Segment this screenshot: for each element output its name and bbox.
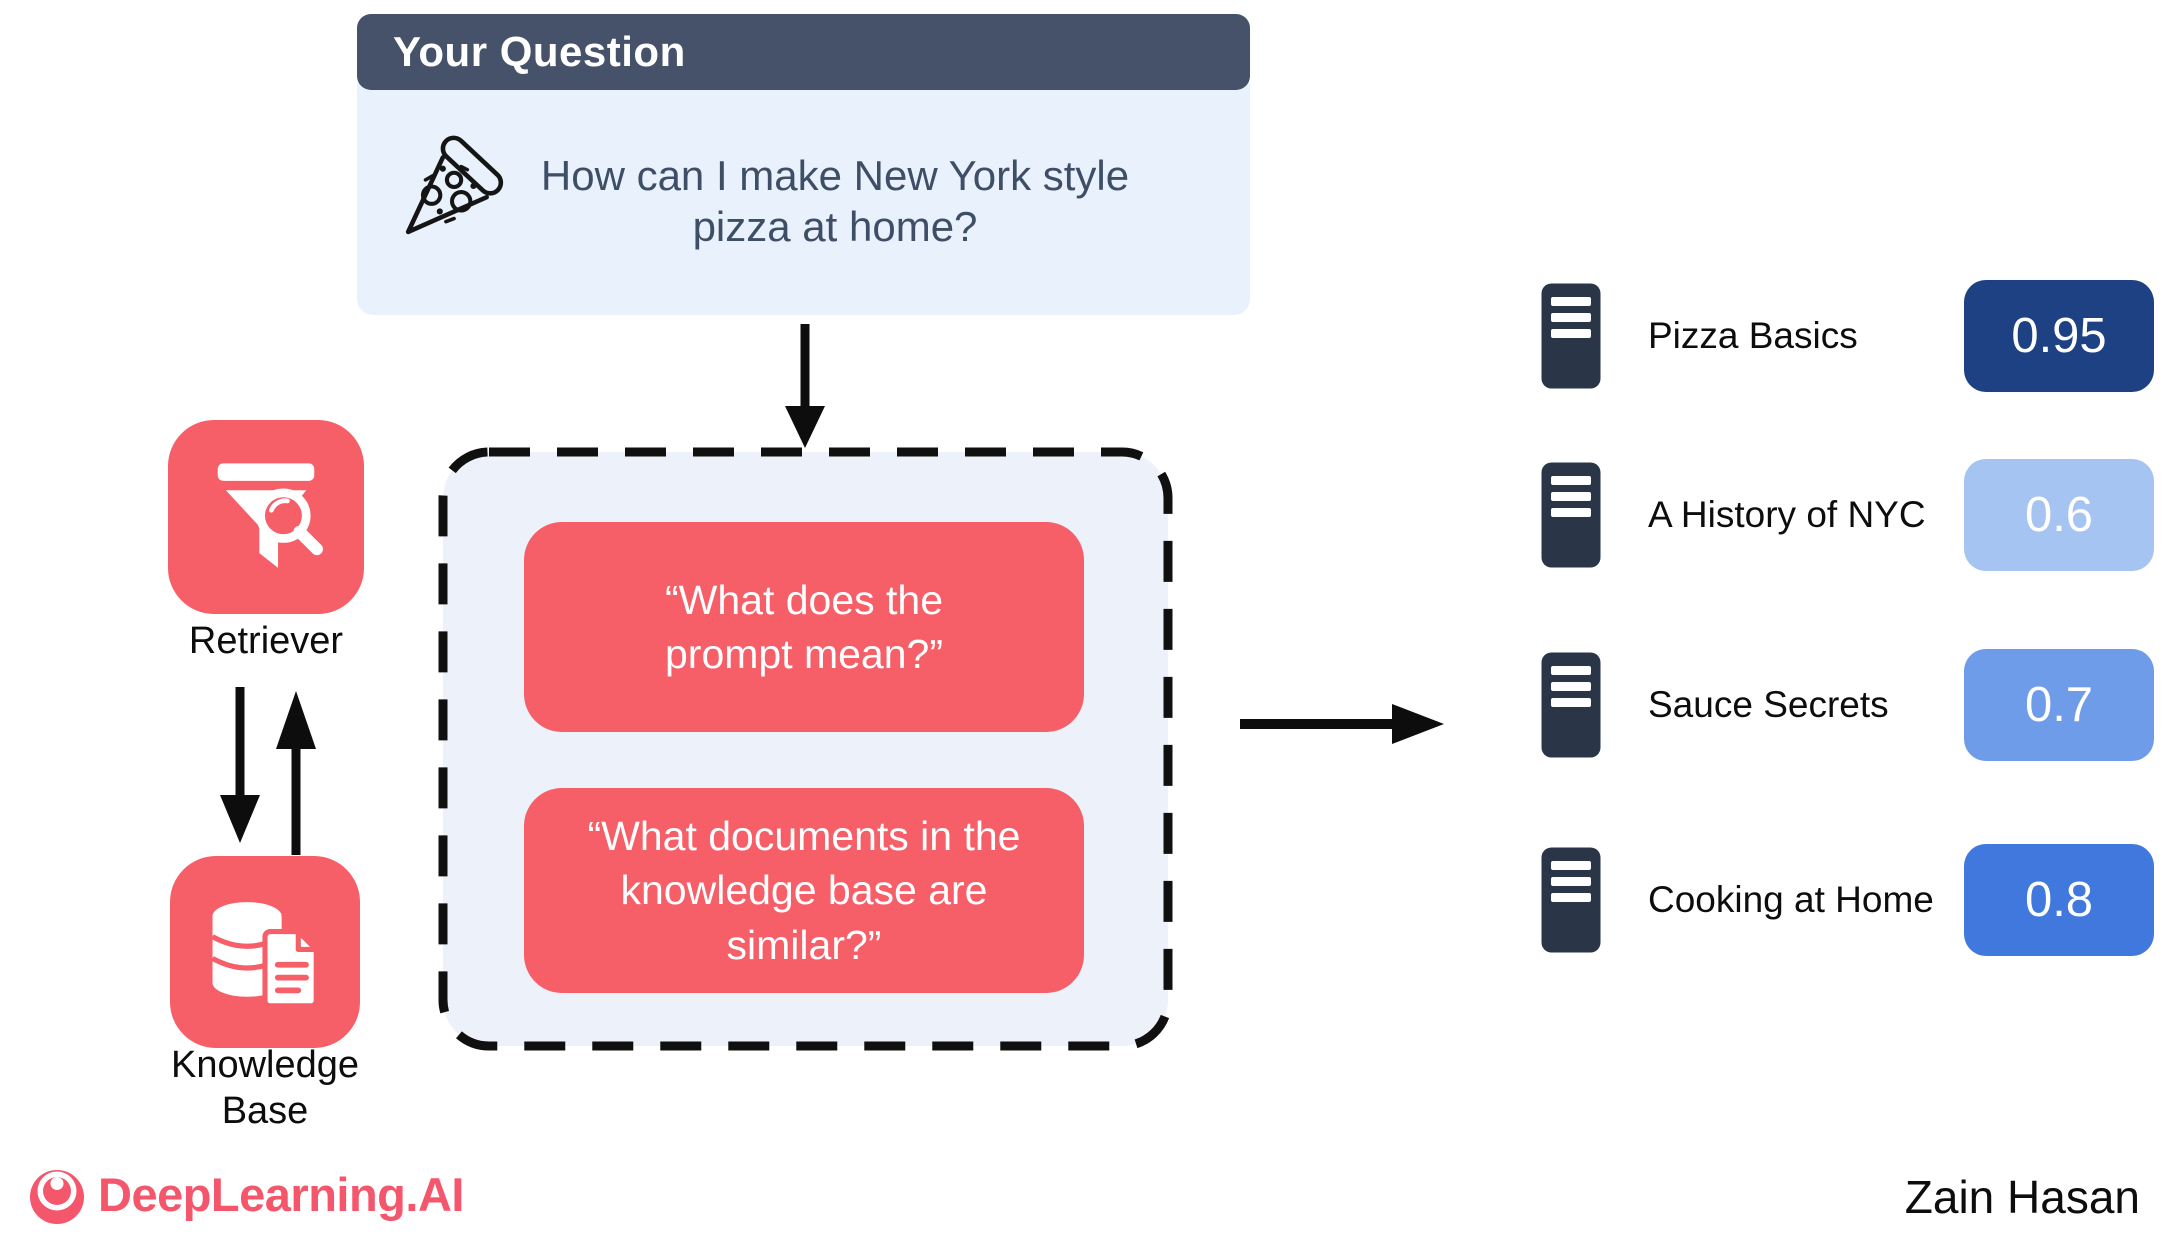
document-icon: [1541, 847, 1601, 953]
score-badge: 0.8: [1964, 844, 2154, 956]
result-title: Cooking at Home: [1648, 879, 1934, 920]
result-row: Pizza Basics 0.95: [1540, 276, 2154, 396]
funnel-search-icon: [217, 463, 323, 568]
question-card-body: [357, 70, 1250, 315]
question-text: How can I make New York style pizza at h…: [540, 152, 1130, 250]
knowledge-base-label: Knowledge Base: [170, 1044, 360, 1133]
score-badge: 0.7: [1964, 649, 2154, 761]
result-title: Sauce Secrets: [1648, 684, 1889, 725]
score-badge: 0.95: [1964, 280, 2154, 392]
result-title: A History of NYC: [1648, 494, 1926, 535]
prompt-bubble-1: “What does the prompt mean?”: [524, 522, 1084, 732]
arrows-retriever-kb-icon: [220, 687, 316, 855]
arrow-right-results-icon: [1240, 704, 1444, 744]
author-name: Zain Hasan: [1904, 1171, 2140, 1223]
result-row: A History of NYC 0.6: [1540, 455, 2154, 575]
deeplearning-ai-logo: DeepLearning.AI: [26, 1158, 464, 1230]
document-icon: [1541, 652, 1601, 758]
question-card-title: Your Question: [393, 28, 686, 75]
deeplearning-logo-mark-icon: [30, 1170, 84, 1224]
prompt-bubble-2: “What documents in the knowledge base ar…: [524, 788, 1084, 993]
knowledge-base-tile: [170, 856, 360, 1048]
question-card-header: Your Question: [357, 14, 1250, 90]
document-icon: [1541, 283, 1601, 389]
result-row: Cooking at Home 0.8: [1540, 840, 2154, 960]
database-documents-icon: [211, 902, 319, 1009]
result-row: Sauce Secrets 0.7: [1540, 645, 2154, 765]
retriever-tile: [168, 420, 364, 614]
pizza-slice-icon: [405, 135, 504, 235]
retriever-label: Retriever: [188, 620, 344, 662]
result-title: Pizza Basics: [1648, 315, 1858, 356]
logo-text: DeepLearning.AI: [98, 1167, 464, 1221]
document-icon: [1541, 462, 1601, 568]
arrow-down-question-icon: [785, 324, 825, 448]
score-badge: 0.6: [1964, 459, 2154, 571]
